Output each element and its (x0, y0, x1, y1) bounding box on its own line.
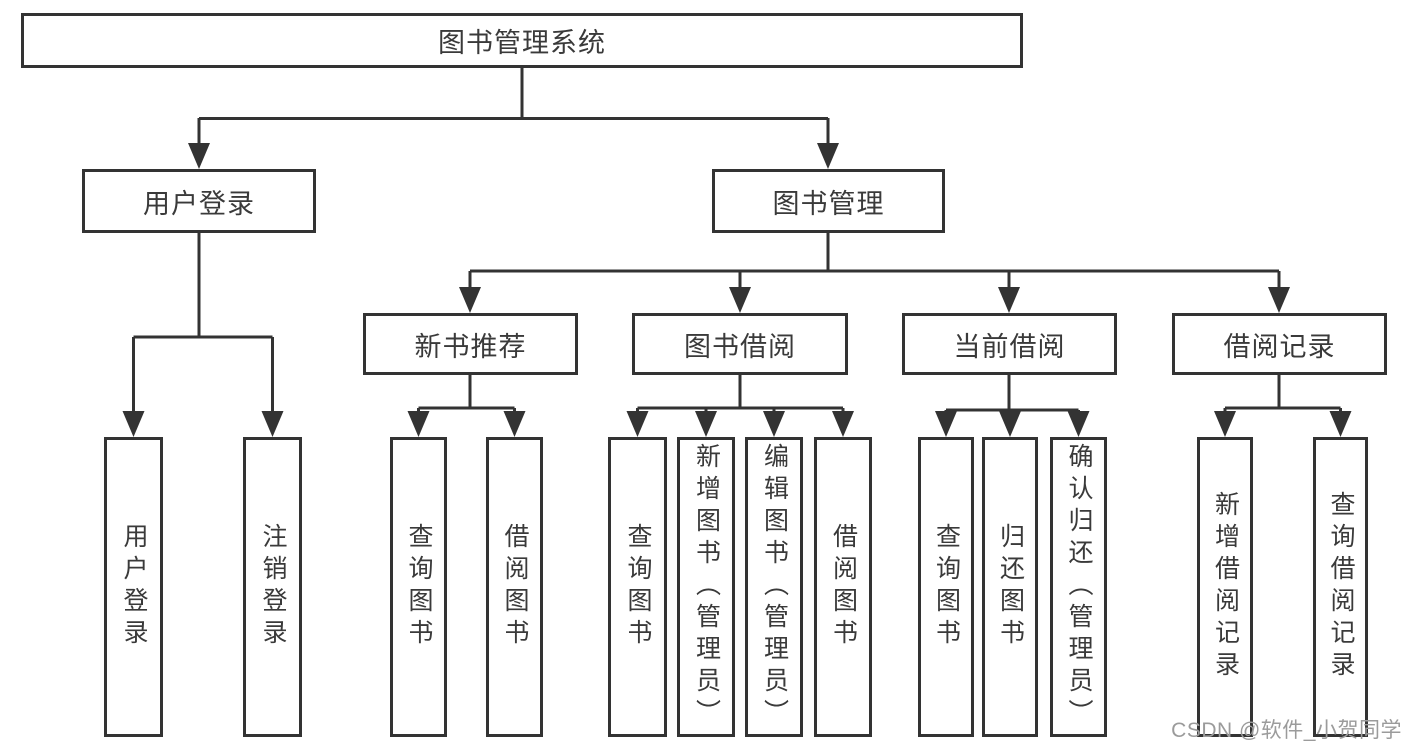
node-label: 当前借阅 (953, 331, 1066, 362)
node-label: 图书管理 (772, 188, 885, 219)
node-label: 借阅图书 (501, 523, 529, 651)
node-borrowing-records: 借阅记录 (1172, 313, 1387, 375)
node-user-login: 用户登录 (82, 169, 316, 233)
node-label: 注销登录 (259, 523, 287, 651)
node-label: 用户登录 (120, 523, 148, 651)
node-label: 查询图书 (624, 523, 652, 651)
node-label: 新增图书（管理员） (692, 443, 721, 731)
node-label: 用户登录 (143, 188, 255, 219)
node-new-book-recommendation: 新书推荐 (363, 313, 578, 375)
leaf-borrow-books: 借阅图书 (814, 437, 872, 737)
node-label: 图书管理系统 (438, 28, 606, 58)
node-book-borrowing: 图书借阅 (632, 313, 848, 375)
leaf-edit-books-admin: 编辑图书（管理员） (745, 437, 803, 737)
arrowheads (122, 143, 1352, 437)
node-label: 编辑图书（管理员） (760, 443, 789, 731)
leaf-query-borrow-record: 查询借阅记录 (1313, 437, 1368, 737)
node-label: 查询图书 (932, 523, 961, 651)
leaf-user-login: 用户登录 (104, 437, 163, 737)
node-label: 归还图书 (996, 523, 1025, 651)
leaf-borrow-books: 借阅图书 (486, 437, 543, 737)
node-label: 新增借阅记录 (1211, 491, 1240, 683)
node-label: 查询借阅记录 (1327, 491, 1355, 683)
node-system-root: 图书管理系统 (21, 13, 1023, 68)
leaf-add-books-admin: 新增图书（管理员） (677, 437, 735, 737)
leaf-query-books: 查询图书 (918, 437, 974, 737)
leaf-query-books: 查询图书 (608, 437, 667, 737)
node-label: 借阅图书 (829, 523, 858, 651)
node-label: 图书借阅 (684, 331, 796, 362)
node-label: 确认归还（管理员） (1065, 443, 1093, 731)
node-label: 借阅记录 (1223, 331, 1336, 362)
csdn-watermark: CSDN @软件_小贺同学 (1171, 719, 1402, 742)
leaf-logout: 注销登录 (243, 437, 302, 737)
leaf-confirm-return-admin: 确认归还（管理员） (1050, 437, 1107, 737)
leaf-add-borrow-record: 新增借阅记录 (1197, 437, 1253, 737)
leaf-query-books: 查询图书 (390, 437, 447, 737)
node-label: 查询图书 (405, 523, 433, 651)
node-label: 新书推荐 (414, 331, 527, 362)
leaf-return-books: 归还图书 (982, 437, 1038, 737)
node-book-management: 图书管理 (712, 169, 945, 233)
node-current-borrowing: 当前借阅 (902, 313, 1117, 375)
